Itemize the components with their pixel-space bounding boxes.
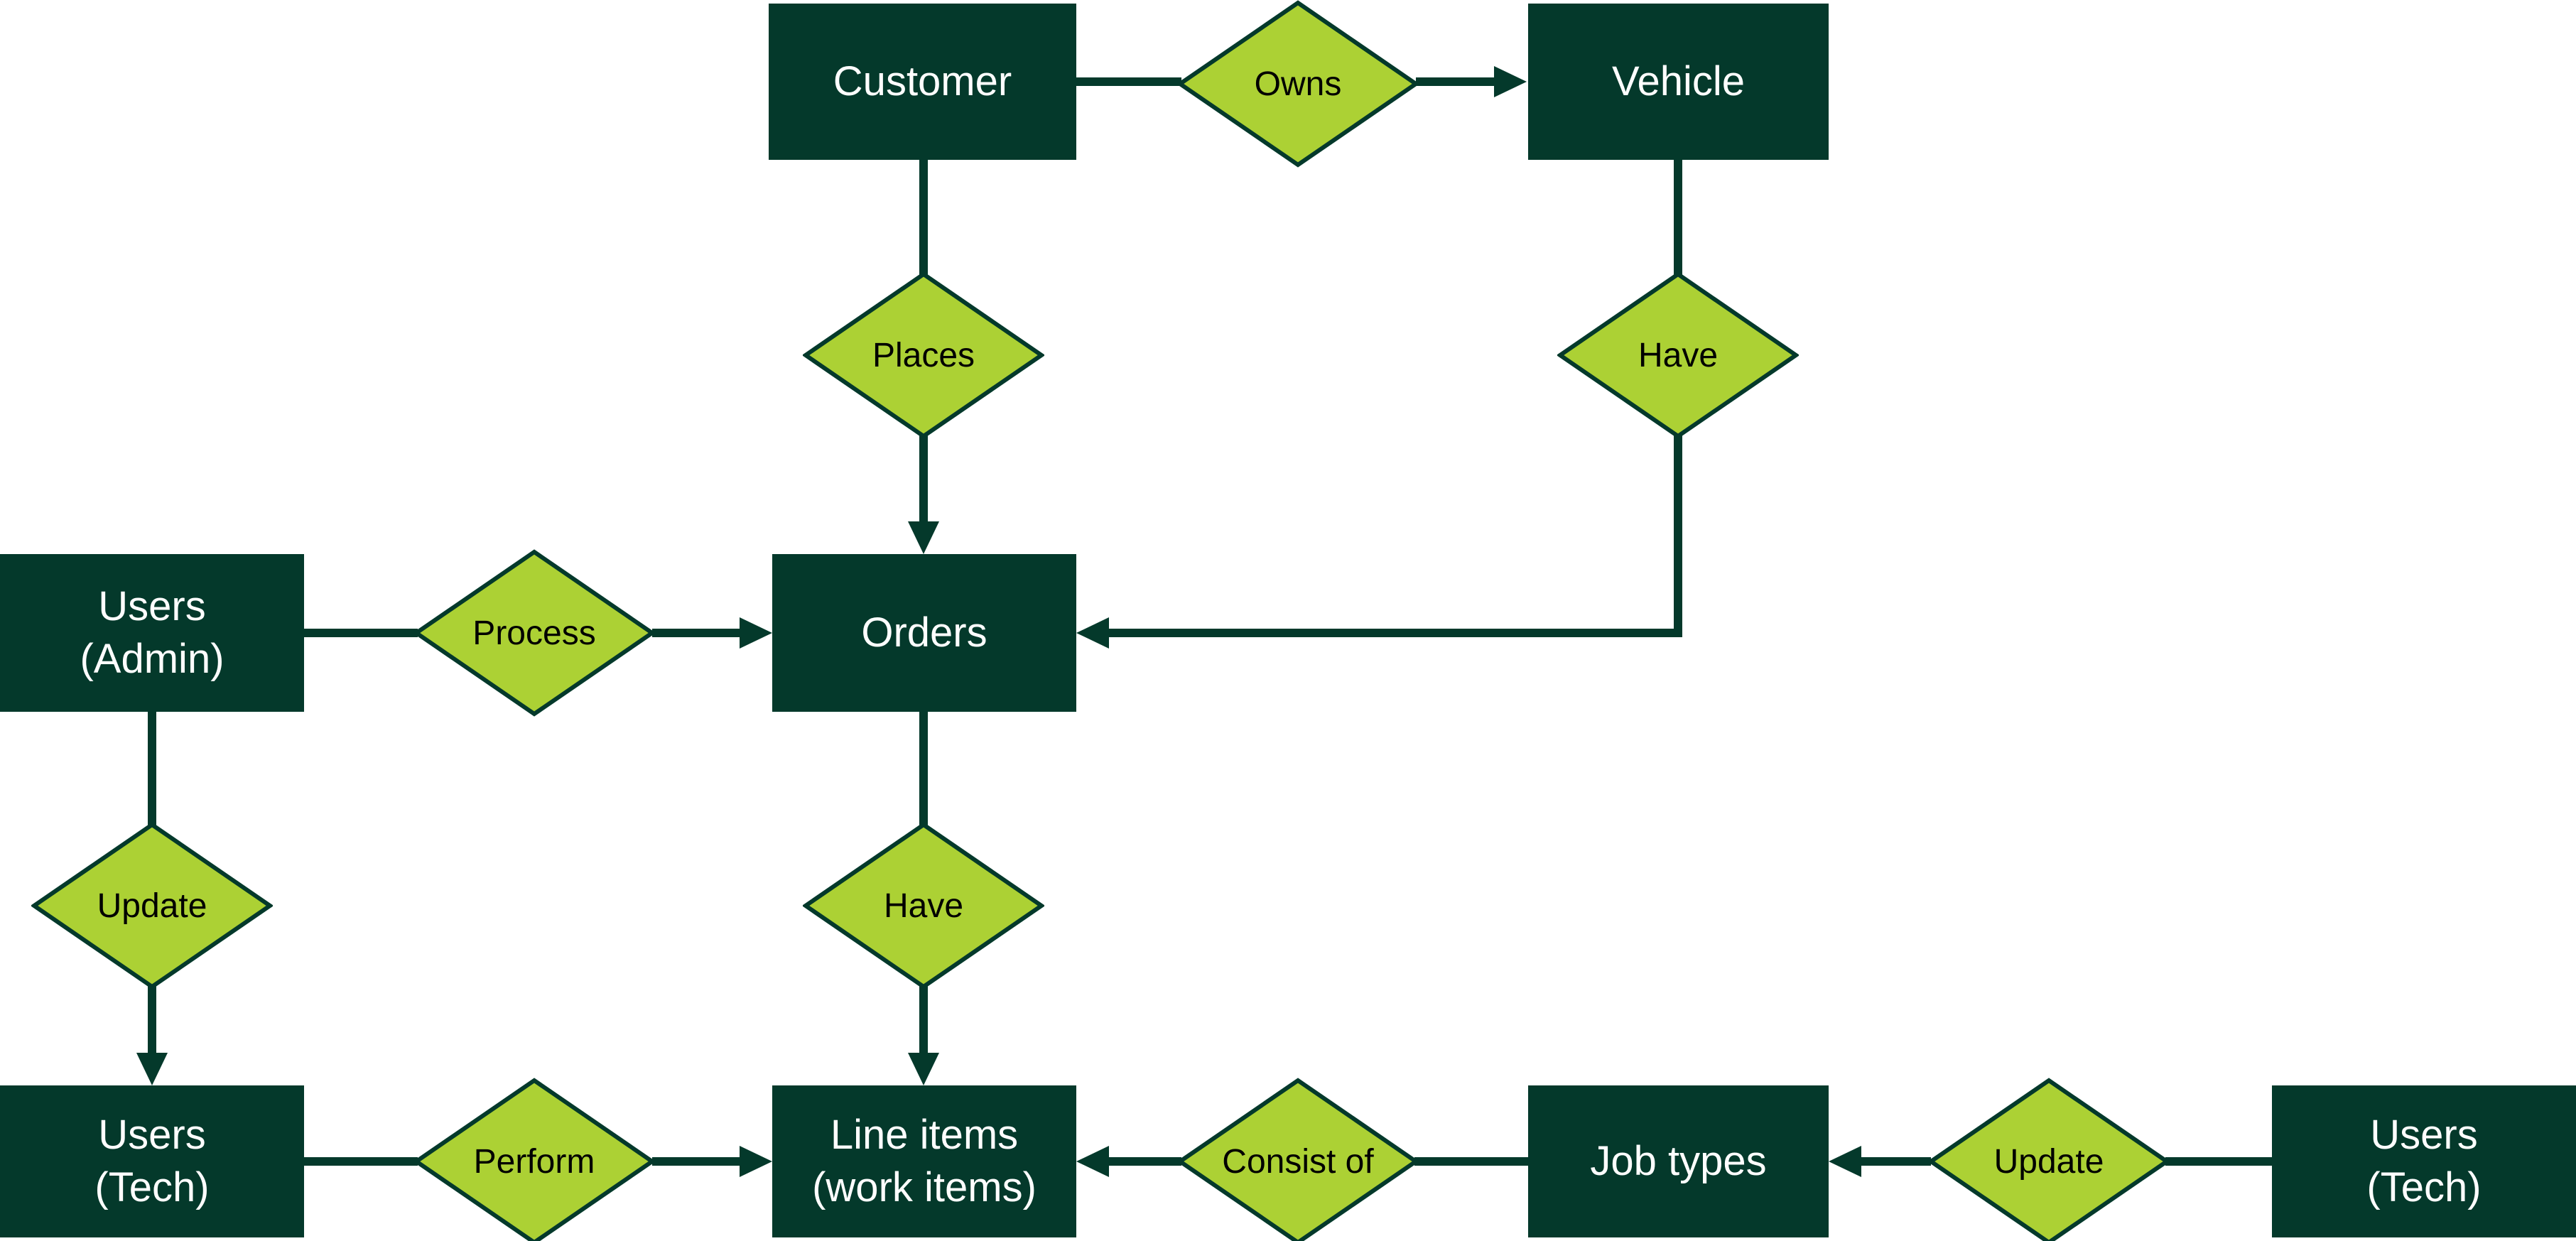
connector-have-orders <box>1106 629 1682 637</box>
connector-have-down <box>1674 435 1682 637</box>
relationship-owns: Owns <box>1177 0 1419 168</box>
diamond-shape-icon <box>413 549 655 717</box>
arrowhead-into-lineitems-top <box>908 1053 939 1085</box>
entity-label: Line items (work items) <box>812 1112 1037 1210</box>
relationship-process: Process <box>413 549 655 717</box>
relationship-label: Update <box>1993 1142 2104 1181</box>
entity-line-items: Line items (work items) <box>772 1085 1076 1237</box>
relationship-places: Places <box>803 271 1044 439</box>
arrowhead-into-jobtypes-right <box>1829 1146 1861 1177</box>
arrowhead-into-lineitems-left <box>740 1146 772 1177</box>
entity-users-admin: Users (Admin) <box>0 554 304 712</box>
relationship-label: Have <box>883 887 964 925</box>
entity-customer: Customer <box>769 4 1076 160</box>
relationship-label: Places <box>872 336 975 374</box>
diamond-shape-icon <box>1928 1078 2170 1241</box>
arrowhead-into-userstech-top <box>136 1053 168 1085</box>
entity-orders: Orders <box>772 554 1076 712</box>
entity-users-tech-left: Users (Tech) <box>0 1085 304 1237</box>
connector-userstechright-update <box>2165 1157 2272 1166</box>
arrowhead-into-orders-right <box>1076 617 1109 649</box>
connector-process-orders <box>652 629 742 637</box>
connector-orders-have <box>919 712 928 825</box>
connector-vehicle-have <box>1674 160 1682 276</box>
relationship-consist-of: Consist of <box>1177 1078 1419 1241</box>
entity-label: Vehicle <box>1611 58 1746 104</box>
connector-places-orders <box>919 435 928 524</box>
arrowhead-into-orders-top <box>908 521 939 554</box>
relationship-label: Consist of <box>1222 1142 1374 1181</box>
entity-label: Users (Tech) <box>94 1112 210 1210</box>
relationship-have-orders: Have <box>803 822 1044 990</box>
connector-usersadmin-update <box>148 712 156 825</box>
connector-customer-owns <box>1076 77 1181 86</box>
diamond-shape-icon <box>413 1078 655 1241</box>
connector-update-jobtypes <box>1858 1157 1931 1166</box>
connector-jobtypes-consistof <box>1414 1157 1528 1166</box>
entity-label: Users (Tech) <box>2366 1112 2482 1210</box>
entity-job-types: Job types <box>1528 1085 1829 1237</box>
connector-owns-vehicle <box>1416 77 1498 86</box>
relationship-label: Process <box>472 614 596 652</box>
arrowhead-into-vehicle <box>1494 66 1527 97</box>
relationship-label: Update <box>97 887 207 925</box>
entity-label: Job types <box>1590 1138 1767 1184</box>
arrowhead-into-lineitems-right <box>1076 1146 1109 1177</box>
diamond-shape-icon <box>1177 0 1419 168</box>
connector-consistof-lineitems <box>1106 1157 1181 1166</box>
connector-update-userstech <box>148 985 156 1054</box>
relationship-label: Owns <box>1254 65 1342 103</box>
entity-label: Users (Admin) <box>80 583 224 682</box>
connector-perform-lineitems <box>652 1157 742 1166</box>
connector-have-lineitems <box>919 985 928 1054</box>
relationship-have-vehicle: Have <box>1557 271 1799 439</box>
entity-label: Customer <box>833 58 1012 104</box>
relationship-update-admin: Update <box>31 822 273 990</box>
connector-userstech-perform <box>304 1157 418 1166</box>
relationship-label: Perform <box>473 1142 595 1181</box>
relationship-perform: Perform <box>413 1078 655 1241</box>
connector-usersadmin-process <box>304 629 418 637</box>
diamond-shape-icon <box>1177 1078 1419 1241</box>
relationship-label: Have <box>1638 336 1719 374</box>
connector-customer-places <box>919 160 928 276</box>
arrowhead-into-orders-left <box>740 617 772 649</box>
entity-vehicle: Vehicle <box>1528 4 1829 160</box>
entity-users-tech-right: Users (Tech) <box>2272 1085 2576 1237</box>
relationship-update-jobtypes: Update <box>1928 1078 2170 1241</box>
entity-label: Orders <box>861 609 987 656</box>
